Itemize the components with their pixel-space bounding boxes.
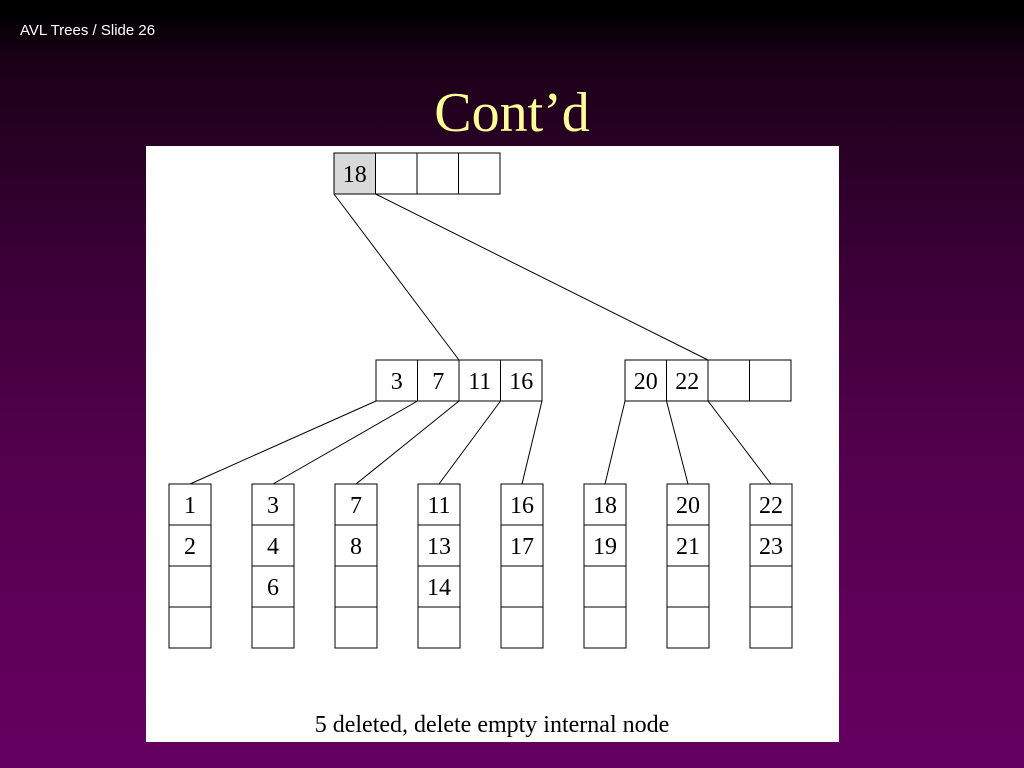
leaf-key: 17 xyxy=(510,534,534,560)
tree-edges xyxy=(189,193,772,485)
leaf-key: 3 xyxy=(267,493,279,519)
leaf-cell xyxy=(749,483,793,526)
leaf-cell xyxy=(251,483,295,526)
leaf-cell xyxy=(417,606,461,649)
leaf-key: 11 xyxy=(427,493,450,519)
node-key: 11 xyxy=(468,369,491,395)
node-cell xyxy=(458,152,501,195)
diagram-caption: 5 deleted, delete empty internal node xyxy=(315,712,670,738)
node-key: 3 xyxy=(391,369,403,395)
leaf-key: 23 xyxy=(759,534,783,560)
node-cell xyxy=(749,359,792,402)
tree-edge xyxy=(333,193,460,361)
leaf-cell xyxy=(168,565,212,608)
node-key: 22 xyxy=(675,369,699,395)
leaf-key: 7 xyxy=(350,493,362,519)
leaf-node-4: 11 13 14 xyxy=(417,483,461,649)
leaf-cell xyxy=(583,606,627,649)
leaf-cell xyxy=(666,483,710,526)
leaf-key: 4 xyxy=(267,534,279,560)
leaf-cell xyxy=(251,606,295,649)
tree-edge xyxy=(375,193,709,361)
leaf-key: 1 xyxy=(184,493,196,519)
leaf-cell xyxy=(251,524,295,567)
internal-node-left: 3 7 11 16 xyxy=(375,359,543,402)
leaf-key: 16 xyxy=(510,493,534,519)
leaf-node-3: 78 xyxy=(334,483,378,649)
tree-edge xyxy=(355,400,460,485)
leaf-cell xyxy=(500,565,544,608)
node-cell xyxy=(375,359,418,402)
node-key: 18 xyxy=(343,162,367,188)
tree-edge xyxy=(604,400,626,485)
leaf-cell xyxy=(251,565,295,608)
tree-edge xyxy=(272,400,418,485)
leaf-cell xyxy=(749,565,793,608)
node-key: 7 xyxy=(432,369,444,395)
tree-edge xyxy=(438,400,501,485)
leaf-cell xyxy=(749,606,793,649)
leaf-cell xyxy=(583,483,627,526)
node-cell xyxy=(624,359,667,402)
tree-edge xyxy=(521,400,543,485)
leaf-cell xyxy=(583,565,627,608)
leaf-key: 8 xyxy=(350,534,362,560)
node-cell xyxy=(417,359,460,402)
leaf-node-2: 3 4 6 xyxy=(251,483,295,649)
node-key: 20 xyxy=(634,369,658,395)
leaf-key: 6 xyxy=(267,575,279,601)
tree-edge xyxy=(707,400,772,485)
leaf-cell xyxy=(583,524,627,567)
leaf-key: 14 xyxy=(427,575,451,601)
leaf-cell xyxy=(168,606,212,649)
leaf-cell xyxy=(500,483,544,526)
leaf-cell xyxy=(500,524,544,567)
leaf-cell xyxy=(666,606,710,649)
node-cell xyxy=(416,152,459,195)
leaf-key: 13 xyxy=(427,534,451,560)
leaf-node-1: 12 xyxy=(168,483,212,649)
node-cell xyxy=(375,152,418,195)
leaf-key: 22 xyxy=(759,493,783,519)
leaf-node-8: 22 23 xyxy=(749,483,793,649)
leaf-key: 21 xyxy=(676,534,700,560)
node-key: 16 xyxy=(509,369,533,395)
leaf-cell xyxy=(334,565,378,608)
slide-footer-label: AVL Trees / Slide 26 xyxy=(20,22,156,39)
leaf-cell xyxy=(666,565,710,608)
node-cell xyxy=(500,359,543,402)
node-cell xyxy=(333,152,376,195)
leaf-cell xyxy=(417,565,461,608)
leaf-key: 2 xyxy=(184,534,196,560)
leaf-key: 19 xyxy=(593,534,617,560)
tree-edge xyxy=(666,400,689,485)
leaf-cell xyxy=(168,483,212,526)
tree-edge xyxy=(189,400,377,485)
leaf-cell xyxy=(334,606,378,649)
leaf-cell xyxy=(500,606,544,649)
leaf-key: 20 xyxy=(676,493,700,519)
leaf-cell xyxy=(666,524,710,567)
leaf-key: 18 xyxy=(593,493,617,519)
root-node: 18 xyxy=(333,152,501,195)
leaf-cell xyxy=(334,524,378,567)
node-cell xyxy=(666,359,709,402)
leaf-cell xyxy=(417,524,461,567)
node-cell xyxy=(707,359,750,402)
slide-title: Cont’d xyxy=(434,82,590,144)
